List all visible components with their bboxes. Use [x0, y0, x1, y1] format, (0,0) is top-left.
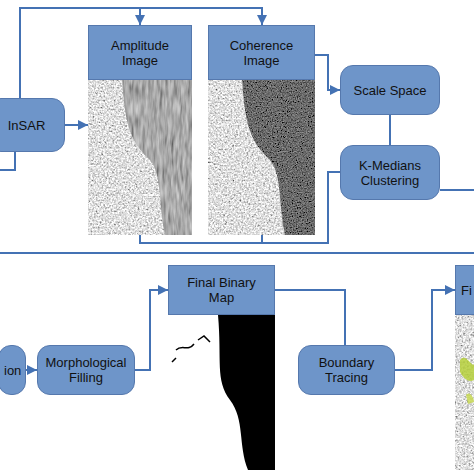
process-box: ion	[0, 345, 26, 395]
panel-header: Final Binary Map	[168, 265, 275, 315]
node-label: ion	[4, 363, 21, 378]
wire	[0, 152, 15, 170]
panel-header: Coherence Image	[208, 25, 315, 80]
flow-arrow	[315, 55, 340, 90]
node-label: Scale Space	[354, 83, 427, 98]
process-box: Boundary Tracing	[298, 345, 395, 395]
image-panel: Coherence Image	[208, 25, 315, 235]
flow-arrow	[26, 369, 37, 371]
binary-map-image	[168, 315, 275, 470]
wire	[440, 189, 474, 191]
result-image	[455, 315, 474, 470]
flow-arrow	[275, 290, 345, 345]
process-box: K-Medians Clustering	[340, 145, 440, 200]
process-box: InSAR	[0, 98, 65, 152]
flow-arrow	[140, 172, 340, 243]
amplitude-image	[88, 80, 192, 235]
coherence-image	[208, 80, 315, 235]
flow-arrow	[65, 124, 88, 126]
node-label: Morphological Filling	[42, 355, 130, 385]
flow-arrow	[389, 115, 391, 145]
process-box: Scale Space	[340, 65, 440, 115]
panel-header: Amplitude Image	[88, 25, 192, 80]
node-label: K-Medians Clustering	[345, 158, 435, 188]
process-box: Morphological Filling	[37, 345, 135, 395]
flow-arrow	[395, 290, 455, 370]
node-label: Final Binary Map	[173, 275, 270, 305]
node-label: Fi	[461, 283, 472, 298]
panel-header: Fi	[455, 265, 474, 315]
node-label: InSAR	[8, 118, 46, 133]
flow-arrow	[135, 290, 168, 370]
image-panel: Amplitude Image	[88, 25, 192, 235]
node-label: Coherence Image	[213, 38, 310, 68]
image-panel: Final Binary Map	[168, 265, 275, 470]
section-divider	[0, 252, 474, 254]
image-panel: Fi	[455, 265, 474, 470]
node-label: Amplitude Image	[93, 38, 187, 68]
flow-arrow	[262, 172, 340, 243]
node-label: Boundary Tracing	[303, 355, 390, 385]
